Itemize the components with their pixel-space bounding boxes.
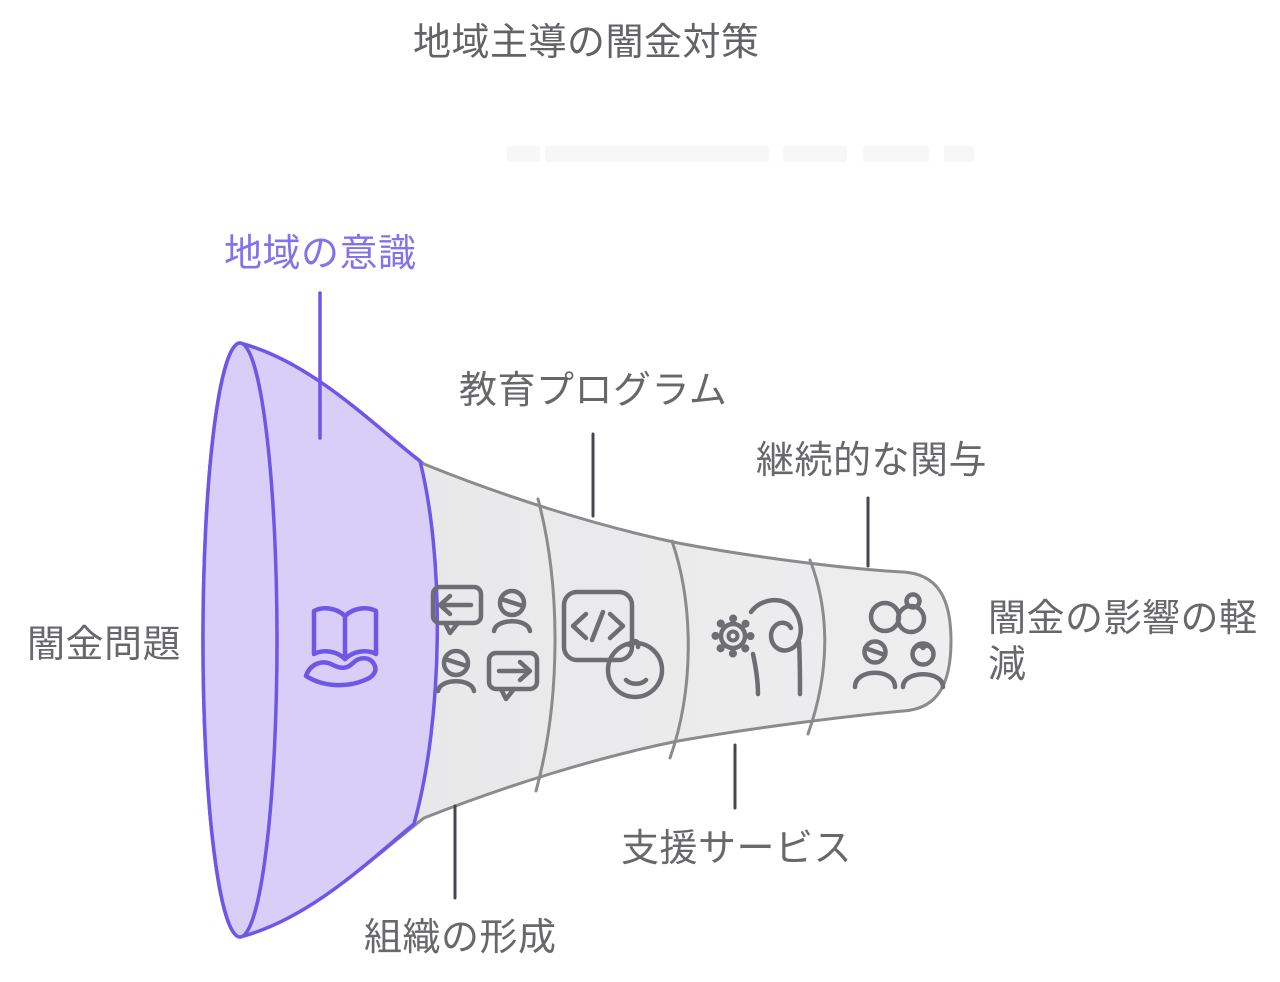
stage-5-label: 継続的な関与: [756, 440, 988, 482]
book-on-hand-icon: [303, 606, 379, 688]
funnel-mouth: [201, 341, 279, 939]
leader-lines: [318, 291, 870, 900]
diagram-title: 地域主導の闇金対策: [413, 22, 760, 64]
stage-3-label: 教育プログラム: [459, 370, 728, 412]
hand-gear-icon: [711, 598, 803, 697]
stage-2-label: 組織の形成: [364, 917, 557, 959]
code-learning-icon: [561, 589, 665, 700]
segment-dividers: [534, 497, 827, 793]
partnership-rings-icon: [852, 592, 946, 690]
funnel-output-label: 闇金の影響の軽減: [988, 598, 1258, 687]
ghost-text-row: [507, 146, 974, 162]
stage-4-label: 支援サービス: [621, 828, 853, 870]
people-conversation-icon: [430, 584, 540, 702]
stage-1-label: 地域の意識: [224, 233, 417, 275]
funnel-input-label: 闇金問題: [27, 624, 182, 666]
